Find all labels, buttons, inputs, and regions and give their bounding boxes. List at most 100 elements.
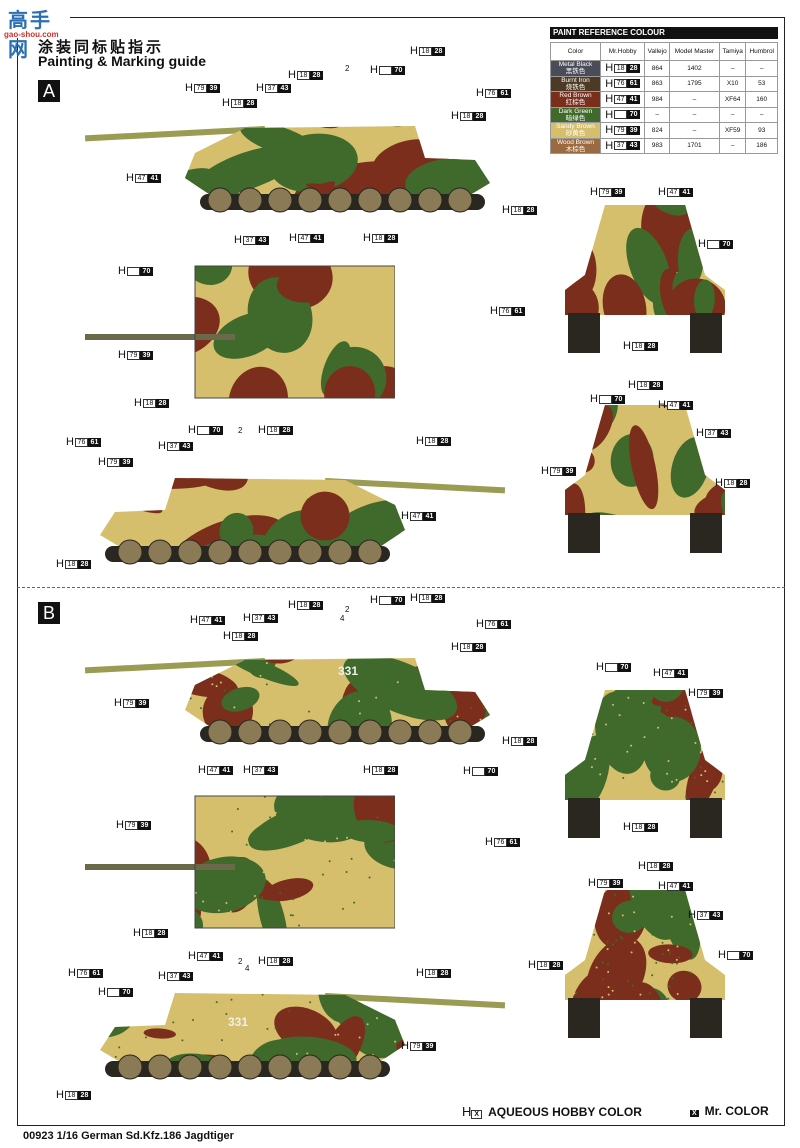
paint-table-header: Mr.Hobby [599,42,646,61]
page-frame [17,17,785,1126]
turret-marking: 331 [338,664,359,678]
tank-end-view [565,890,725,1038]
model-master-code: – [669,122,720,139]
vallejo-code: 824 [644,122,671,139]
decal-number: 2 [238,426,243,435]
turret-marking: 331 [228,1015,249,1029]
paint-table-header: Tamiya [718,42,747,61]
humbrol-code: 53 [745,75,778,92]
tank-top-view [85,265,395,399]
tamiya-code: XF59 [718,122,747,139]
paint-table-header: Color [550,42,601,61]
tank-side-view [85,126,490,213]
title-english: Painting & Marking guide [38,53,207,69]
vallejo-code: – [644,106,671,123]
footer-product-title: 00923 1/16 German Sd.Kfz.186 Jagdtiger [23,1130,234,1142]
humbrol-code: 160 [745,91,778,108]
paint-table-header: Vallejo [644,42,671,61]
tank-side-view [100,478,505,565]
tank-end-view [565,205,725,353]
tamiya-code: XF64 [718,91,747,108]
section-label-b: B [38,602,60,624]
decal-number: 4 [245,964,250,973]
tank-end-view [565,405,725,553]
title-chinese: 涂装同标贴指示 [38,39,165,56]
humbrol-code: 93 [745,122,778,139]
model-master-code: – [669,106,720,123]
tank-top-view [85,795,395,929]
tank-side-view [85,658,490,745]
tank-side-view [100,993,505,1080]
tamiya-code: X10 [718,75,747,92]
tank-end-view [565,690,725,838]
